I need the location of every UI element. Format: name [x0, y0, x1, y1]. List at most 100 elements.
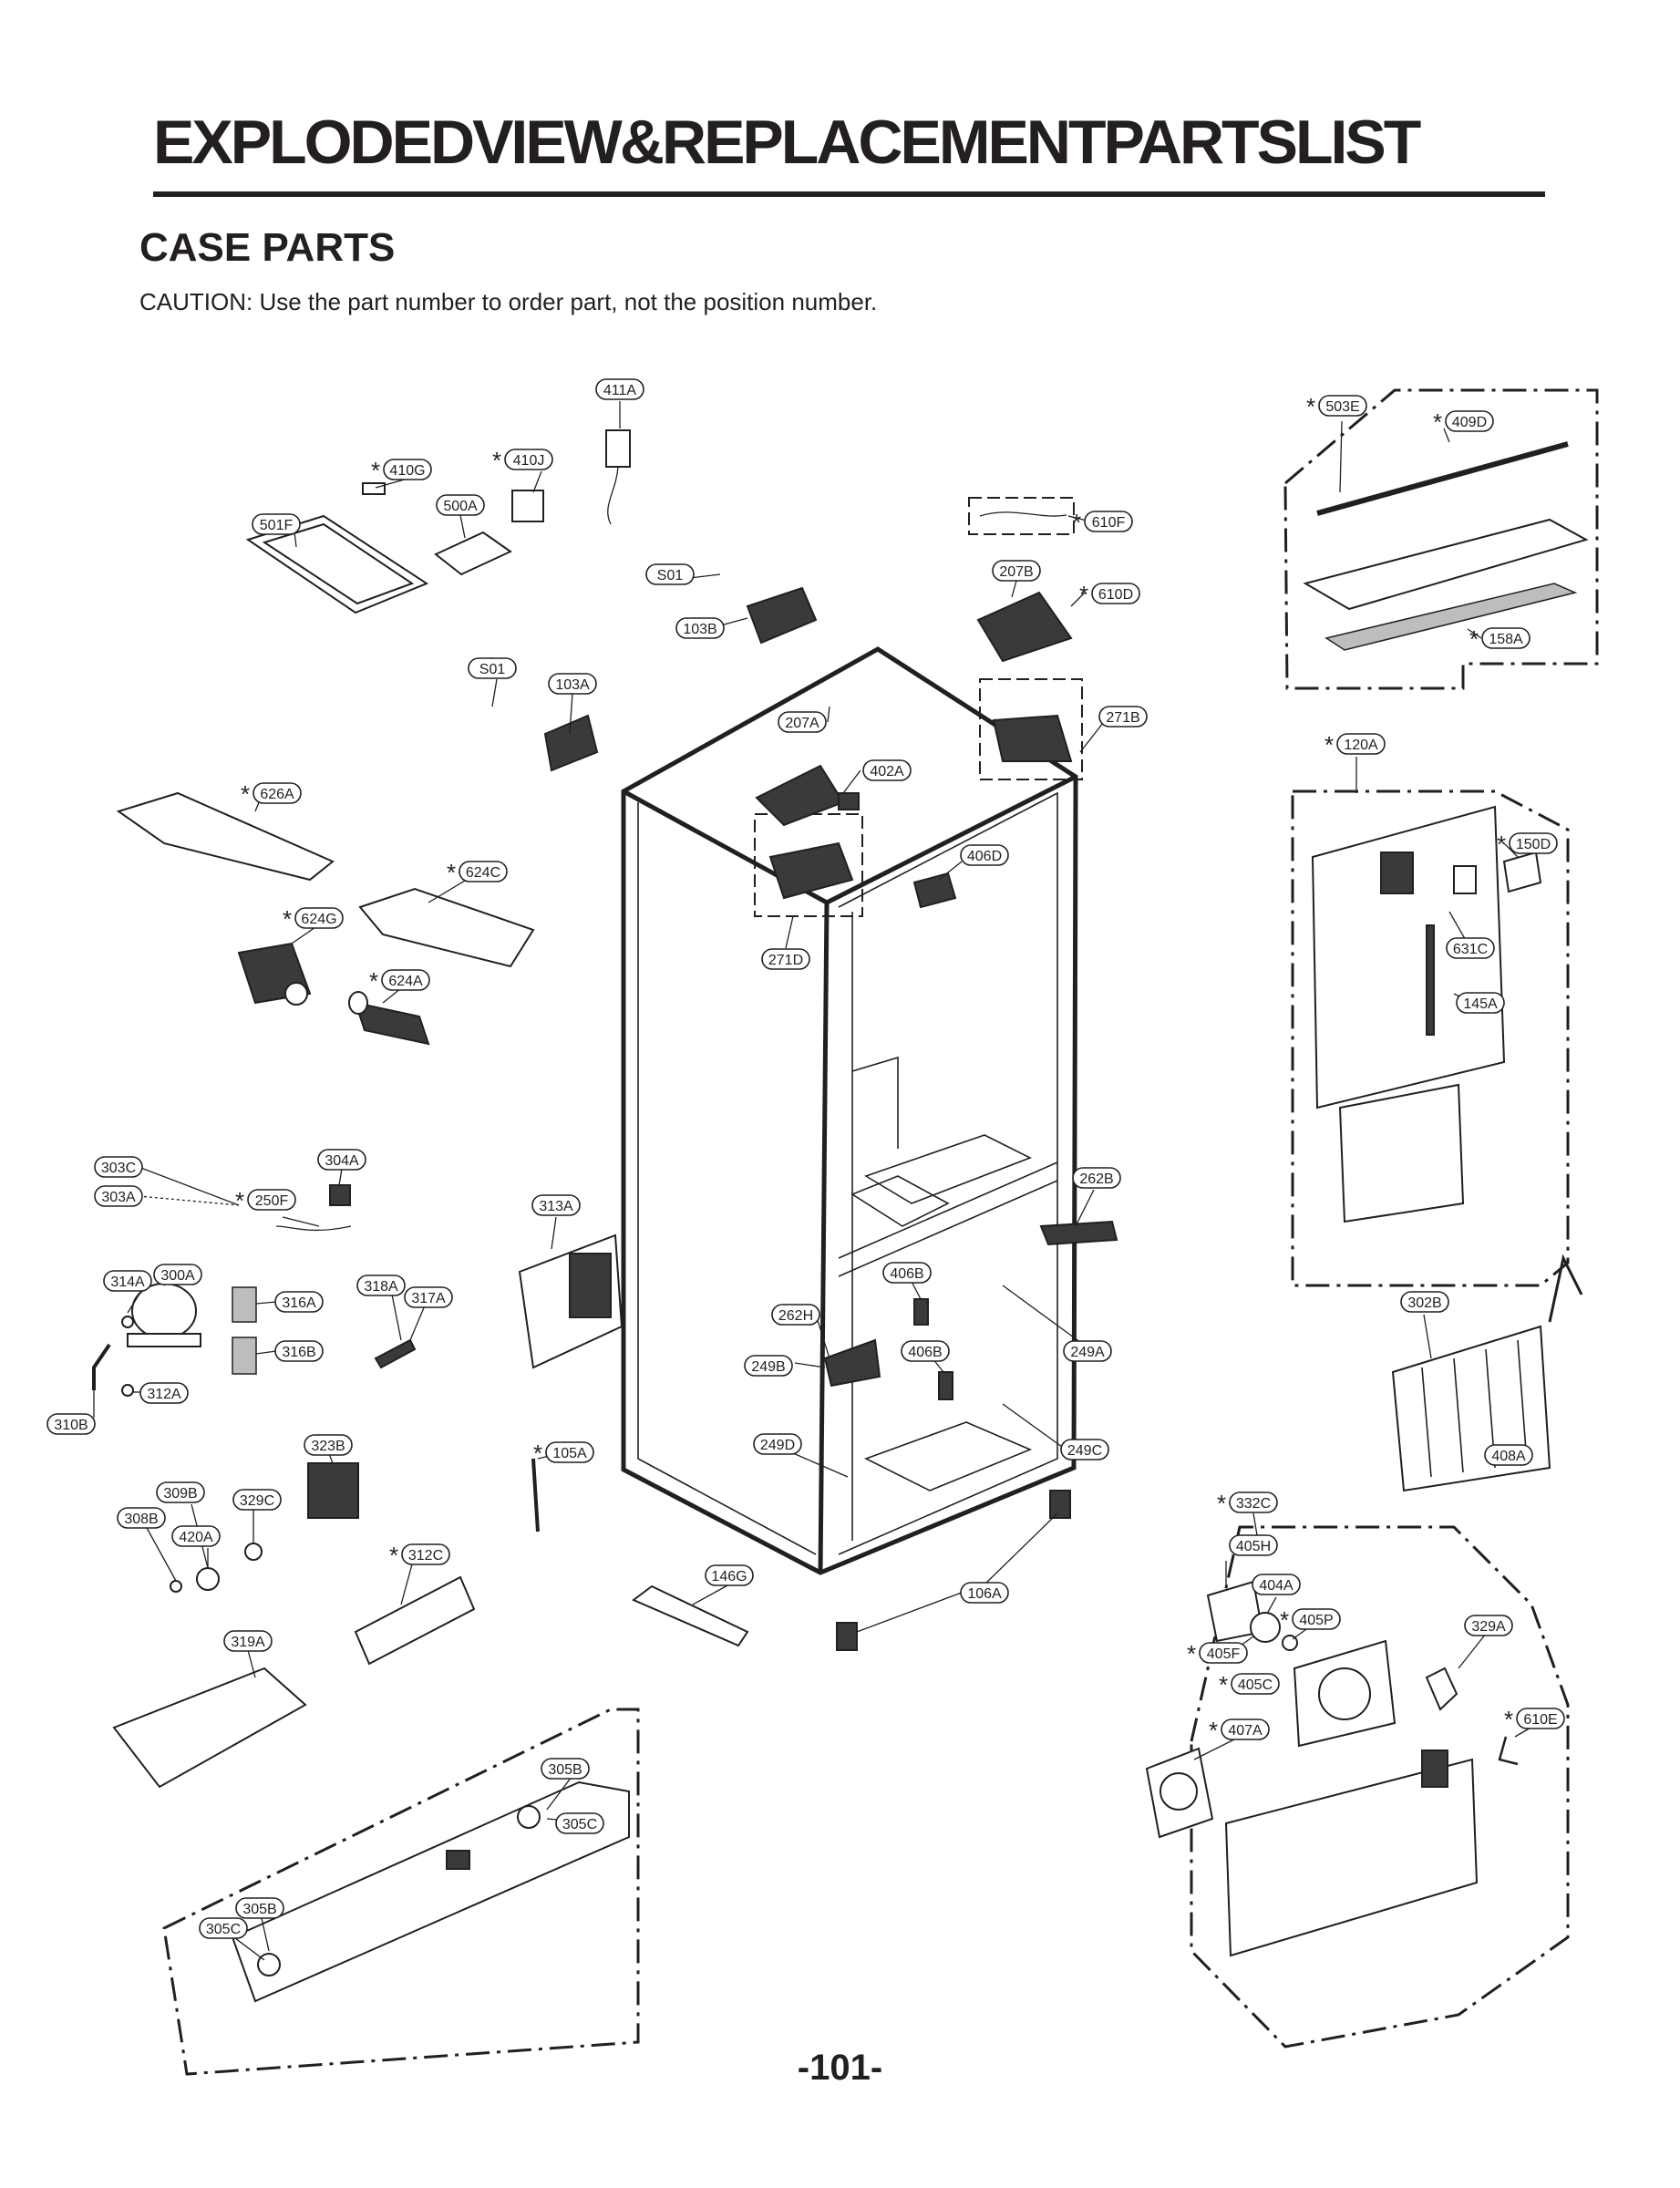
callout-s01: S01 — [645, 563, 695, 585]
callout-120a: 120A* — [1324, 731, 1386, 759]
part-411A-plug — [605, 429, 631, 525]
callout-text: 150D — [1516, 837, 1551, 852]
callout-bubble — [252, 513, 301, 535]
callout-text: 329A — [1471, 1619, 1506, 1635]
part-300A-compressor — [127, 1283, 201, 1347]
asterisk-marker: * — [1280, 1606, 1289, 1634]
callout-text: 405P — [1299, 1613, 1333, 1628]
callout-bubble — [46, 1413, 96, 1435]
callout-text: 310B — [54, 1418, 88, 1433]
callout-bubble — [274, 1340, 324, 1362]
part-319A-bracket — [112, 1667, 307, 1789]
callout-text: 405F — [1207, 1646, 1241, 1662]
callout-bubble — [436, 494, 485, 516]
asterisk-marker: * — [492, 447, 501, 474]
caution-note: CAUTION: Use the part number to order pa… — [139, 288, 878, 315]
callout-262b: 262B — [1072, 1167, 1121, 1189]
part-329C-blade — [244, 1543, 263, 1561]
callout-text: 305B — [548, 1762, 582, 1778]
callout-bubble — [401, 1543, 450, 1565]
asterisk-marker: * — [1219, 1671, 1228, 1698]
asterisk-marker: * — [283, 905, 292, 933]
callout-bubble — [771, 1304, 820, 1326]
callout-150d: 150D* — [1497, 831, 1558, 858]
callout-text: 503E — [1325, 399, 1359, 415]
part-312C-cover — [354, 1575, 476, 1666]
callout-text: 249B — [751, 1359, 785, 1375]
part-332C-fan-assembly — [1145, 1580, 1479, 1957]
callout-text: 407A — [1228, 1723, 1263, 1739]
callout-408a: 408A — [1484, 1444, 1533, 1466]
callout-bubble — [1481, 627, 1531, 649]
callout-bubble — [645, 563, 695, 585]
callout-302b: 302B — [1400, 1291, 1449, 1313]
callout-bubble — [882, 1262, 932, 1284]
asterisk-marker: * — [1504, 1706, 1513, 1733]
callout-text: 323B — [311, 1439, 345, 1454]
callout-312a: 312A — [139, 1382, 189, 1404]
asterisk-marker: * — [369, 967, 378, 995]
callout-bubble — [139, 1382, 189, 1404]
callout-bubble — [541, 1758, 590, 1780]
callout-145a: 145A — [1456, 992, 1505, 1014]
callout-text: 207B — [999, 564, 1033, 580]
part-262B-hinge — [1039, 1220, 1118, 1246]
callout-bubble — [862, 759, 912, 781]
callout-bubble — [960, 1582, 1009, 1604]
callout-bubble — [753, 1433, 802, 1455]
part-308B-washer — [170, 1580, 182, 1593]
callout-bubble — [153, 1264, 202, 1285]
callout-314a: 314A — [103, 1270, 152, 1292]
callout-text: 105A — [552, 1446, 587, 1461]
callout-bubble — [675, 617, 725, 639]
asterisk-marker: * — [1187, 1640, 1196, 1667]
callout-text: 332C — [1236, 1496, 1271, 1512]
callout-text: 305C — [206, 1922, 241, 1937]
callout-146g: 146G — [705, 1564, 754, 1586]
callout-text: 314A — [110, 1275, 145, 1290]
callout-text: 404A — [1259, 1578, 1293, 1594]
callout-610e: 610E* — [1504, 1706, 1565, 1733]
callout-bubble — [1318, 395, 1367, 417]
part-408A-evaporator — [1391, 1325, 1551, 1492]
hinge-271B-box — [979, 678, 1083, 780]
callout-309b: 309B — [156, 1481, 205, 1503]
callout-text: 304A — [325, 1153, 359, 1169]
callout-bubble — [232, 1489, 282, 1511]
callout-317a: 317A — [404, 1286, 453, 1308]
callout-305c: 305C — [555, 1812, 604, 1834]
part-410J-box — [511, 490, 544, 522]
callout-text: 312A — [147, 1387, 181, 1402]
callout-bubble — [171, 1525, 221, 1547]
callout-bubble — [103, 1270, 152, 1292]
callout-text: 249A — [1070, 1345, 1105, 1360]
asterisk-marker: * — [1306, 393, 1315, 420]
part-271B-hinge — [992, 714, 1073, 762]
callout-406d: 406D — [960, 844, 1009, 866]
callout-text: 120A — [1344, 738, 1378, 753]
callout-bubble — [383, 459, 432, 480]
asterisk-marker: * — [1433, 408, 1442, 436]
callout-316a: 316A — [274, 1291, 324, 1313]
callout-bubble — [548, 673, 597, 695]
callout-text: 624A — [388, 974, 423, 989]
callout-text: 410G — [389, 463, 425, 479]
callout-610d: 610D* — [1079, 581, 1140, 608]
callout-501f: 501F — [252, 513, 301, 535]
callout-text: 312C — [408, 1548, 443, 1564]
callout-106a: 106A — [960, 1582, 1009, 1604]
harness-610F-box — [968, 497, 1075, 535]
callout-bubble — [1072, 1167, 1121, 1189]
callout-bubble — [1336, 733, 1386, 755]
callout-503e: 503E * — [1306, 393, 1367, 420]
callout-bubble — [356, 1275, 406, 1296]
callout-bubble — [1516, 1708, 1565, 1729]
callout-text: 207A — [785, 716, 819, 731]
callout-text: 626A — [260, 787, 294, 802]
callout-bubble — [317, 1149, 366, 1171]
callout-bubble — [235, 1897, 284, 1919]
callout-624c: 624C* — [447, 859, 508, 886]
callout-bubble — [223, 1630, 273, 1652]
callout-bubble — [1229, 1534, 1278, 1556]
callout-text: 316A — [282, 1295, 316, 1311]
